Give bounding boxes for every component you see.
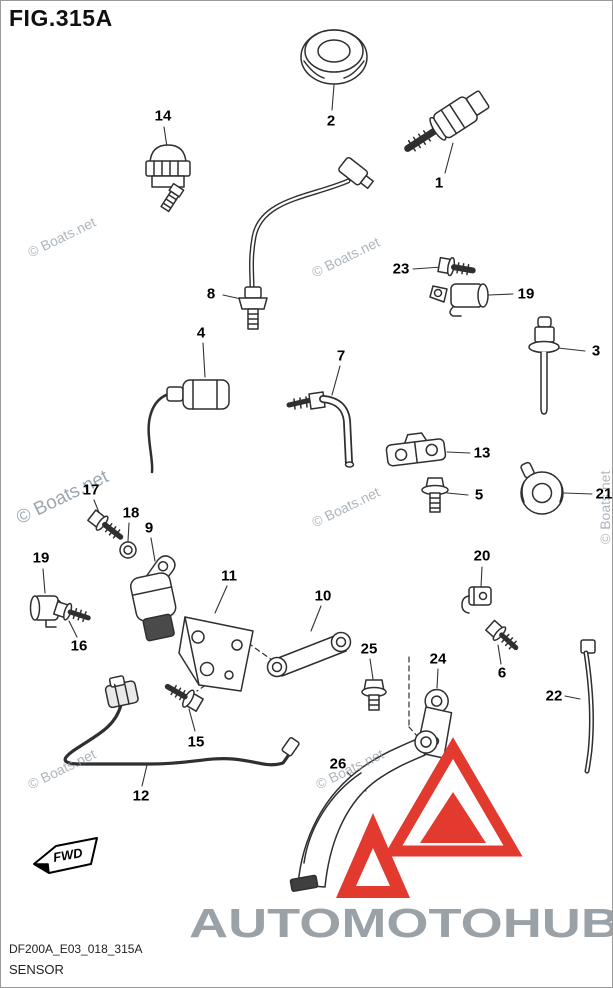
part-1-sensor-drawing: [404, 90, 490, 152]
drawing-code: DF200A_E03_018_315A: [9, 942, 143, 956]
figure-title: FIG.315A: [9, 5, 113, 31]
part-19-clamp-right-drawing: [429, 283, 489, 317]
part-7-elbow-sensor-drawing: [286, 391, 355, 468]
part-label-19: 19: [32, 549, 50, 567]
part-label-22: 22: [545, 687, 563, 705]
part-label-26: 26: [329, 755, 347, 773]
part-label-1: 1: [434, 174, 444, 192]
part-label-11: 11: [221, 567, 237, 585]
part-label-5: 5: [474, 486, 484, 504]
part-2-grommet-drawing: [300, 29, 368, 85]
part-10-link-drawing: [266, 631, 352, 678]
part-label-9: 9: [144, 519, 154, 537]
figure-caption: SENSOR: [9, 962, 64, 977]
part-label-8: 8: [206, 285, 216, 303]
fwd-label: FWD: [52, 845, 84, 865]
part-12-harness-drawing: [63, 675, 300, 767]
fwd-marker: FWD: [33, 837, 98, 874]
part-6-bolt-drawing: [485, 619, 519, 651]
part-label-4: 4: [196, 324, 206, 342]
leader-lines: [42, 84, 593, 792]
part-label-10: 10: [314, 587, 332, 605]
part-label-19: 19: [517, 285, 535, 303]
part-label-21: 21: [595, 485, 613, 503]
part-8-temp-sensor-drawing: [238, 156, 374, 330]
part-5-bolt-drawing: [421, 477, 449, 513]
part-25-bolt-drawing: [361, 679, 387, 711]
part-11-bracket-drawing: [178, 616, 254, 692]
part-label-17: 17: [82, 481, 100, 499]
part-13-bracket-drawing: [385, 432, 447, 467]
part-22-cable-tie-drawing: [580, 639, 596, 774]
part-label-14: 14: [154, 107, 172, 125]
part-label-12: 12: [132, 787, 150, 805]
part-21-grommet-drawing: [520, 461, 564, 515]
part-label-24: 24: [429, 650, 447, 668]
part-14-pressure-switch-drawing: [145, 144, 191, 213]
part-3-sensor-drawing: [528, 316, 560, 415]
part-18-washer-drawing: [119, 541, 137, 559]
part-label-20: 20: [473, 547, 491, 565]
part-label-25: 25: [360, 640, 378, 658]
part-26-lever-drawing: [289, 730, 438, 892]
part-23-bolt-drawing: [437, 256, 476, 277]
part-label-7: 7: [336, 347, 346, 365]
brand-wordmark: AUTOMOTOHUB: [189, 900, 613, 946]
part-label-3: 3: [591, 342, 601, 360]
part-9-sensor-drawing: [129, 555, 177, 642]
part-label-6: 6: [497, 664, 507, 682]
part-label-2: 2: [326, 112, 336, 130]
part-label-23: 23: [392, 260, 410, 278]
brand-logo: [336, 737, 523, 898]
part-16-bolt-drawing: [52, 600, 91, 623]
part-label-16: 16: [70, 637, 88, 655]
part-label-18: 18: [122, 504, 140, 522]
part-17-bolt-drawing: [87, 509, 124, 540]
part-4-sensor-drawing: [147, 379, 230, 474]
part-label-13: 13: [473, 444, 491, 462]
part-15-bolt-drawing: [164, 683, 204, 712]
part-20-clip-drawing: [461, 586, 492, 614]
part-label-15: 15: [187, 733, 205, 751]
